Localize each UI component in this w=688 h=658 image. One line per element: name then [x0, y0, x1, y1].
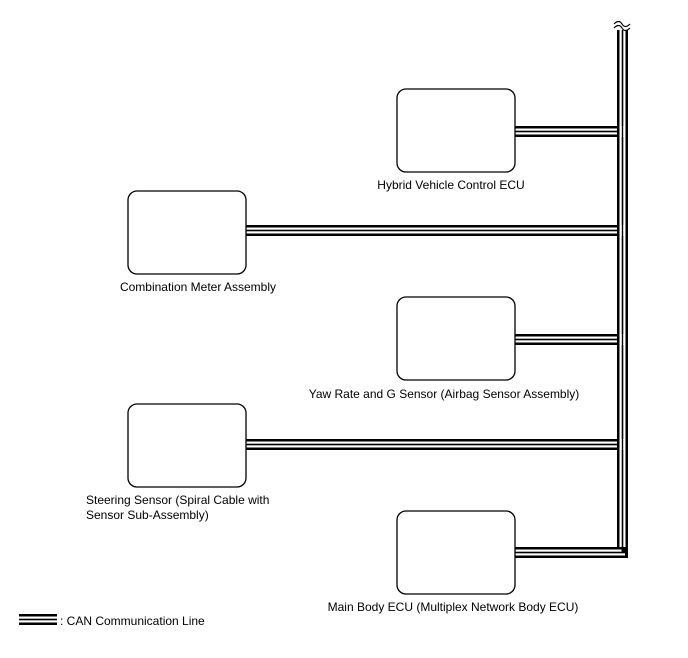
hybrid-vehicle-control-ecu-box — [396, 88, 516, 173]
yaw-rate-and-g-sensor-box — [396, 296, 516, 381]
steering-sensor-label-line-1: Steering Sensor (Spiral Cable with — [86, 493, 269, 507]
yaw-rate-and-g-sensor-label: Yaw Rate and G Sensor (Airbag Sensor Ass… — [309, 387, 580, 401]
can-branch-yaw-rate — [515, 334, 621, 345]
combination-meter-assembly-label: Combination Meter Assembly — [120, 280, 276, 294]
can-branch-main-body — [515, 547, 628, 558]
main-body-ecu-box — [396, 510, 516, 595]
can-branch-steering-sensor — [246, 439, 621, 450]
hybrid-vehicle-control-ecu-label: Hybrid Vehicle Control ECU — [377, 178, 524, 192]
can-bus-trunk — [613, 20, 631, 558]
main-body-ecu-label: Main Body ECU (Multiplex Network Body EC… — [328, 600, 579, 614]
can-branch-combination-meter — [246, 225, 621, 236]
legend-text: : CAN Communication Line — [60, 614, 205, 628]
can-branch-hybrid — [515, 126, 621, 137]
bus-junction-walls — [617, 128, 620, 448]
steering-sensor-box — [127, 403, 247, 488]
bus-junctions — [619, 126, 626, 450]
legend-can-line-icon — [19, 614, 57, 625]
legend: : CAN Communication Line — [19, 614, 205, 628]
steering-sensor-label-line-2: Sensor Sub-Assembly) — [86, 508, 209, 522]
combination-meter-assembly-box — [127, 190, 247, 275]
